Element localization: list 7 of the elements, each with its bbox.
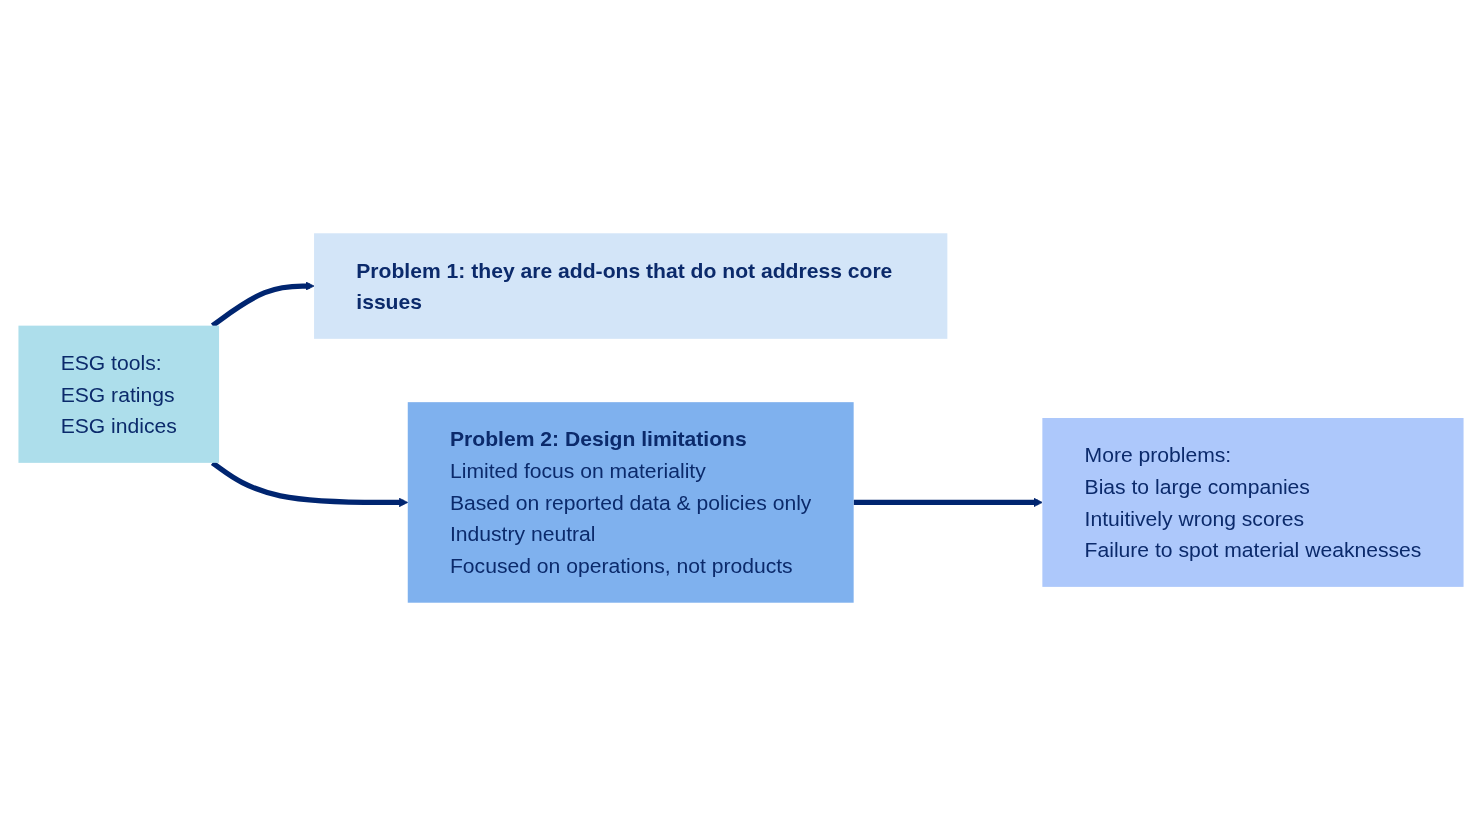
node-box: Problem 2: Design limitations Limited focus on materiality Based on reported data & policies only Industry neutral Focused on operations, not products <box>407 402 854 603</box>
arrow <box>210 460 409 508</box>
arrow <box>210 281 315 328</box>
arrow <box>853 497 1043 508</box>
node-box: Problem 1: they are add-ons that do not address core issues <box>314 233 948 339</box>
node-box: ESG tools: ESG ratings ESG indices <box>18 325 220 463</box>
node-box: More problems: Bias to large companies Intuitively wrong scores Failure to spot material weaknesses <box>1042 418 1464 587</box>
